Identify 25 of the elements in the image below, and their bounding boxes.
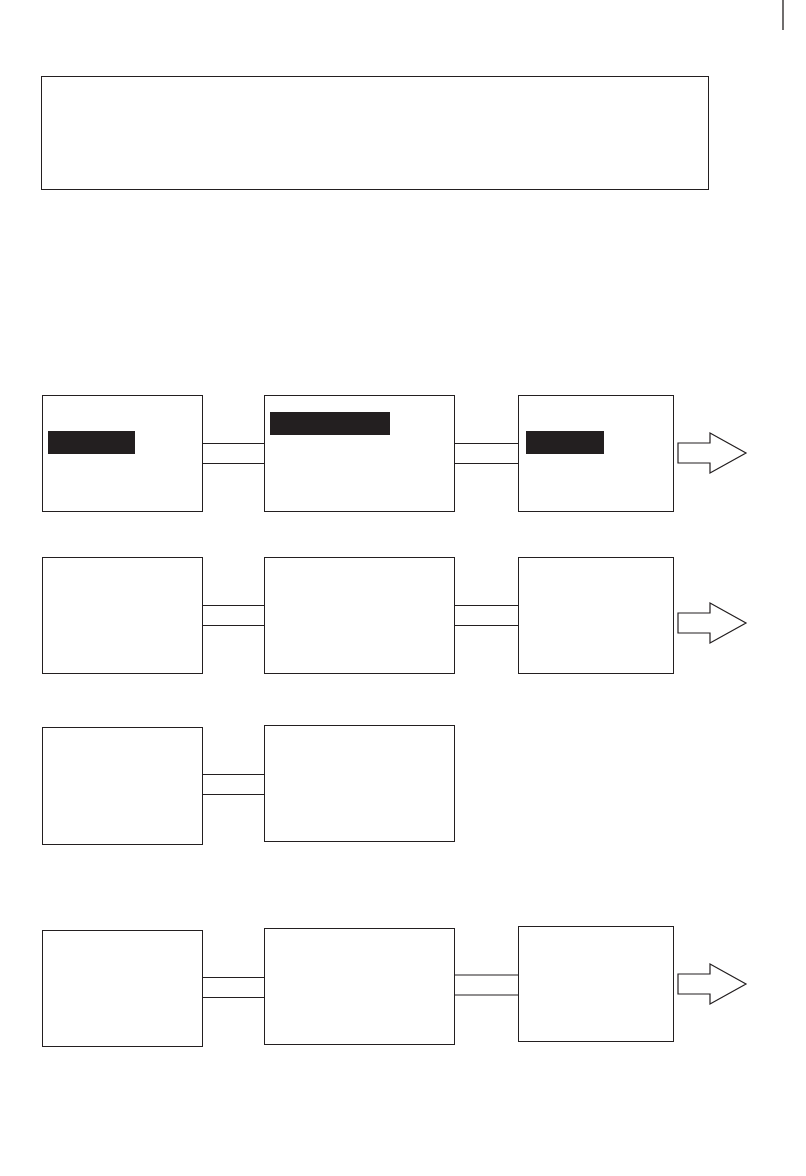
empty-box — [42, 930, 203, 1047]
empty-box — [41, 76, 709, 190]
block-arrow — [677, 963, 748, 1005]
empty-box — [264, 395, 455, 512]
band-connector — [454, 442, 519, 465]
band-connector — [202, 976, 265, 999]
empty-box — [518, 395, 674, 512]
block-arrow — [677, 432, 748, 474]
empty-box — [264, 557, 455, 674]
empty-box — [264, 725, 455, 842]
empty-box — [264, 928, 455, 1045]
band-connector — [202, 442, 265, 465]
empty-box — [42, 557, 203, 674]
band-connector — [202, 773, 265, 796]
band-connector — [454, 604, 519, 627]
block-arrow — [677, 602, 748, 644]
empty-box — [42, 395, 203, 512]
band-connector — [454, 974, 519, 996]
filled-bar — [526, 431, 604, 454]
filled-bar — [48, 431, 135, 454]
filled-bar — [270, 412, 390, 435]
empty-box — [518, 557, 674, 674]
band-connector — [202, 604, 265, 627]
empty-box — [518, 926, 674, 1042]
empty-box — [42, 727, 203, 845]
